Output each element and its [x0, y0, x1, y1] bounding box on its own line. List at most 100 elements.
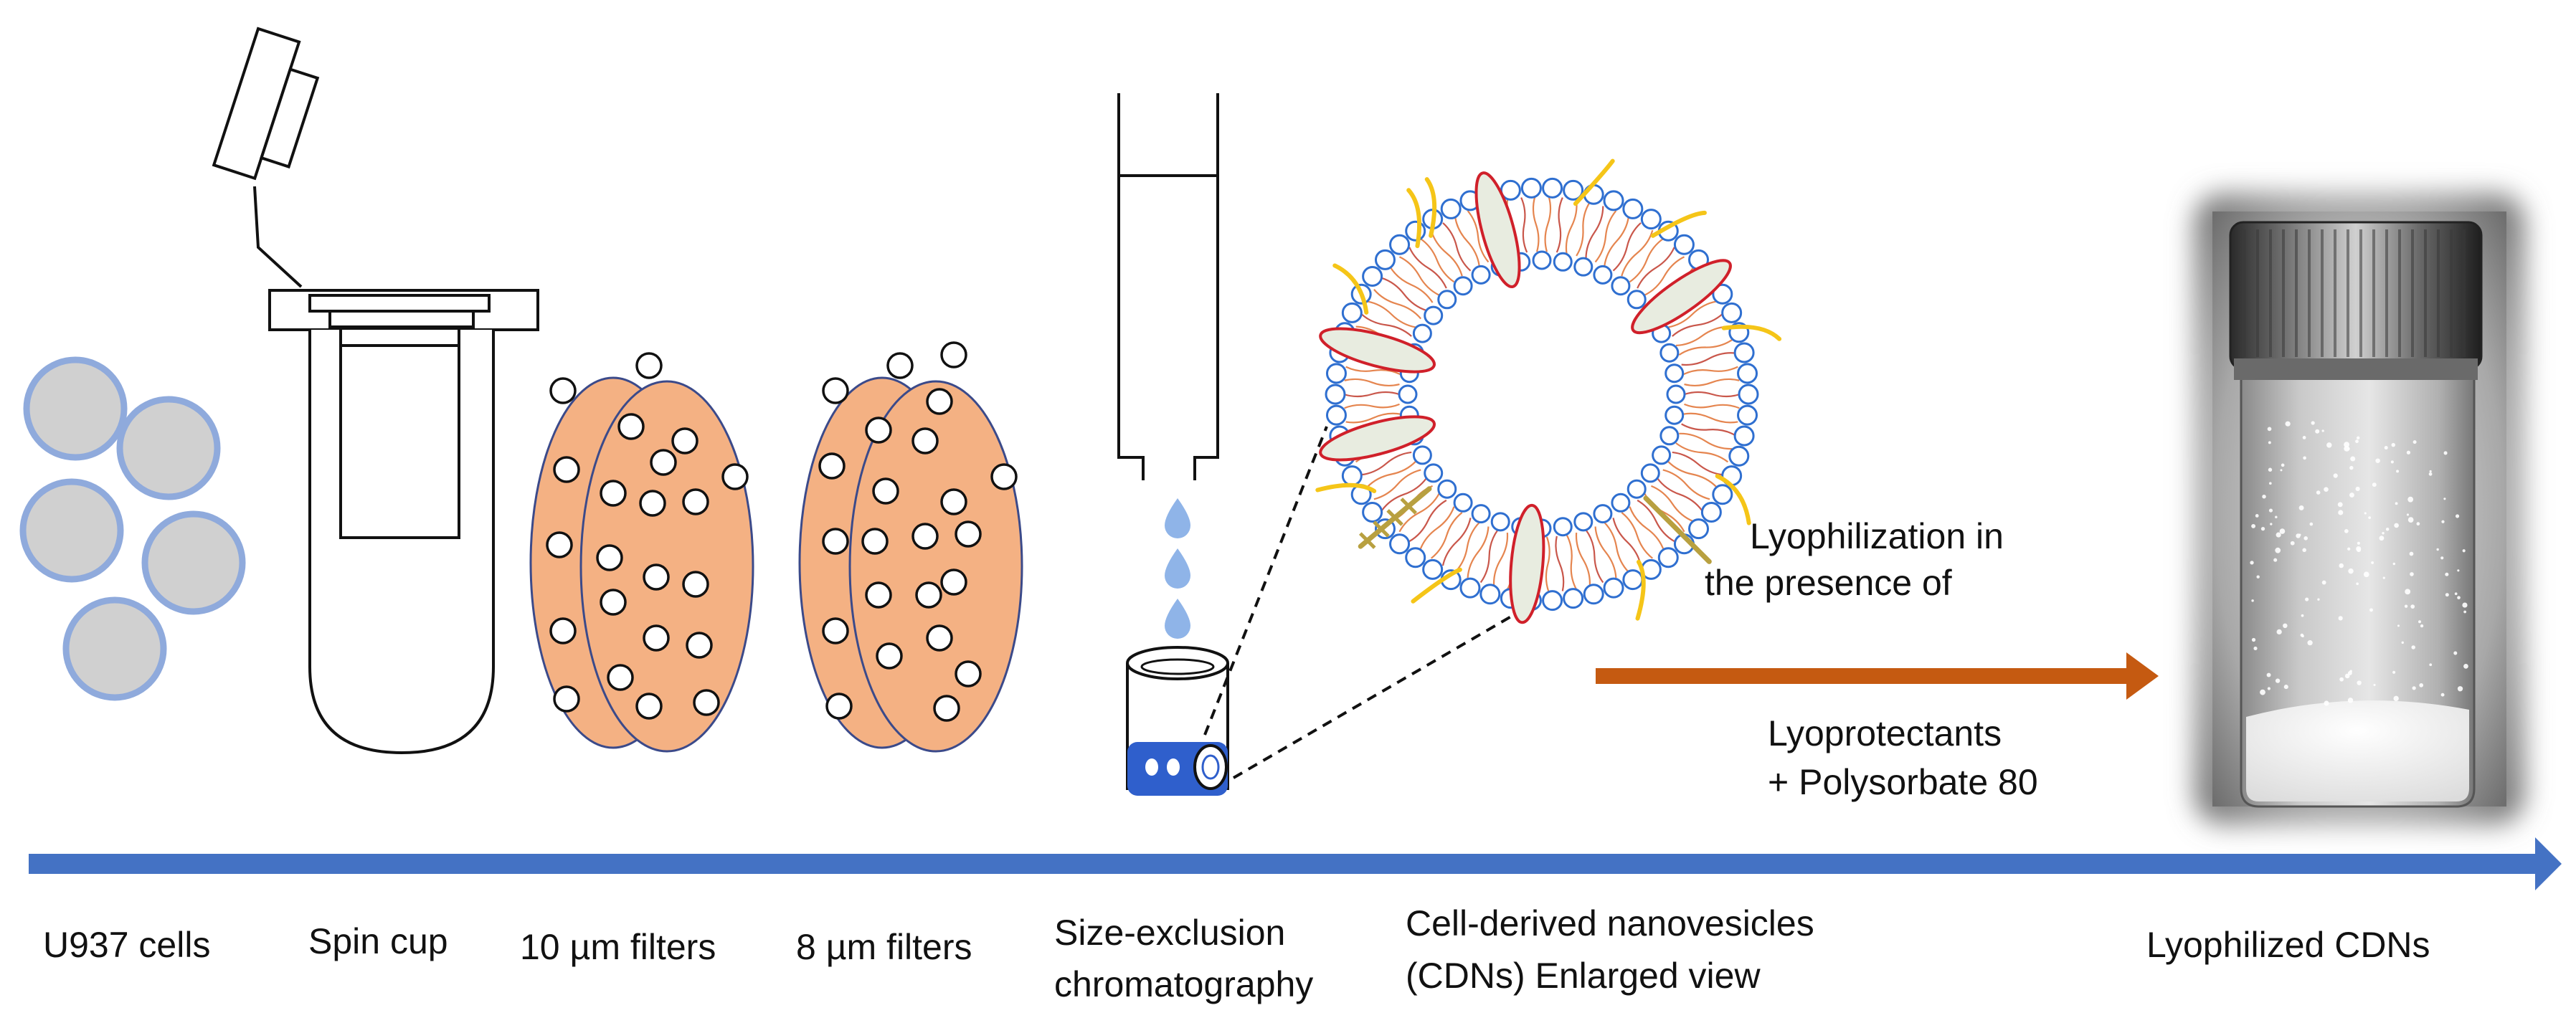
membrane-protein: [1509, 503, 1545, 624]
label-8um-filters: 8 µm filters: [796, 927, 972, 967]
cell: [141, 510, 246, 615]
powder-speck: [2276, 629, 2282, 635]
powder-speck: [2315, 429, 2320, 434]
label-sec-line-1: Size-exclusion: [1054, 913, 1285, 953]
process-arrow: [1596, 652, 2159, 700]
label-spin-cup: Spin cup: [308, 921, 448, 961]
filter-pore: [553, 456, 580, 483]
filter-pore: [671, 427, 699, 455]
lipid-head-inner: [1412, 323, 1432, 343]
lyophilized-powder: [2246, 700, 2469, 801]
lipid-tail: [1682, 366, 1738, 376]
lipid-tail: [1604, 216, 1630, 267]
powder-speck: [2349, 465, 2354, 470]
cell: [19, 478, 124, 583]
lipid-head-outer: [1688, 518, 1710, 540]
powder-speck: [2268, 508, 2273, 513]
powder-speck: [2256, 575, 2260, 579]
lipid-tail: [1629, 506, 1665, 551]
lipid-tail: [1585, 529, 1604, 584]
lipid-head-outer: [1737, 363, 1758, 384]
lipid-head-outer: [1341, 302, 1363, 323]
lipid-head-inner: [1490, 512, 1510, 532]
lipid-tail: [1467, 526, 1490, 578]
powder-speck: [2455, 514, 2460, 518]
filter-pore: [886, 352, 914, 379]
powder-speck: [2428, 472, 2433, 476]
filter-pore: [682, 488, 709, 515]
lipid-tail: [1532, 196, 1540, 252]
lipid-tail: [1644, 256, 1685, 296]
powder-speck: [2344, 529, 2349, 533]
filter-pore: [940, 341, 967, 368]
lipid-head-outer: [1459, 577, 1481, 599]
lipid-tail: [1419, 506, 1455, 551]
lipid-head-outer: [1440, 198, 1462, 219]
lipid-tail: [1585, 206, 1604, 259]
powder-speck: [2321, 429, 2324, 432]
glycan-chain: [1573, 158, 1615, 206]
label-u937-cells: U937 cells: [43, 925, 210, 965]
vial-cap: [2229, 221, 2483, 371]
lipid-head-inner: [1424, 305, 1444, 325]
lipid-tail: [1366, 460, 1417, 488]
filter-pore: [549, 617, 577, 644]
filter-pore: [865, 581, 892, 609]
filter-pore: [686, 632, 713, 659]
lipid-head-inner: [1659, 426, 1680, 446]
filter-pore: [617, 413, 645, 440]
lipid-head-inner: [1553, 252, 1573, 272]
lipid-head-outer: [1341, 465, 1363, 487]
powder-speck: [2373, 683, 2376, 687]
powder-speck: [2404, 604, 2408, 608]
lipid-head-inner: [1453, 493, 1473, 513]
filters-8um: [798, 341, 1023, 753]
lipid-head-inner: [1626, 290, 1647, 310]
lipid-tail: [1621, 229, 1654, 277]
lipid-tail: [1576, 201, 1591, 257]
powder-speck: [2311, 421, 2315, 425]
filter-pore: [693, 689, 720, 716]
powder-speck: [2457, 596, 2461, 600]
lipid-tail: [1594, 210, 1617, 263]
process-line-3: Lyoprotectants: [1768, 713, 2002, 753]
filter-pore: [822, 617, 849, 644]
powder-speck: [2339, 677, 2344, 682]
powder-speck: [2303, 536, 2308, 541]
powder-speck: [2393, 695, 2399, 702]
lipid-tail: [1492, 533, 1509, 586]
glycan-chain: [1411, 567, 1462, 604]
drop: [1165, 548, 1190, 589]
lipid-head-outer: [1673, 234, 1695, 255]
lipid-tail: [1682, 412, 1738, 424]
lipid-head-outer: [1542, 590, 1563, 612]
filter-pore: [822, 528, 849, 555]
label-cdn-line-1: Cell-derived nanovesicles: [1406, 903, 1814, 943]
filter-pore: [990, 463, 1018, 490]
powder-speck: [2350, 456, 2356, 462]
powder-speck: [2382, 576, 2385, 579]
powder-speck: [2266, 672, 2271, 677]
lipid-head-outer: [1603, 577, 1624, 599]
lipid-head-outer: [1389, 234, 1411, 255]
powder-speck: [2395, 502, 2398, 505]
powder-speck: [2298, 533, 2301, 536]
powder-speck: [2309, 522, 2314, 526]
powder-speck: [2454, 592, 2458, 596]
powder-speck: [2260, 689, 2265, 695]
powder-speck: [2267, 687, 2270, 690]
powder-speck: [2324, 487, 2329, 493]
lipid-tail: [1565, 199, 1578, 254]
powder-speck: [2379, 536, 2385, 541]
powder-speck: [2463, 610, 2467, 614]
powder-speck: [2385, 527, 2390, 531]
lipid-tail: [1367, 300, 1416, 328]
powder-speck: [2392, 670, 2396, 674]
powder-speck: [2440, 556, 2444, 560]
timeline-arrow-head: [2535, 837, 2562, 890]
glycan-chain: [1332, 263, 1369, 315]
powder-speck: [2357, 436, 2360, 440]
membrane-proteins: [1319, 171, 1732, 624]
powder-speck: [2443, 498, 2446, 500]
powder-speck: [2267, 427, 2272, 432]
